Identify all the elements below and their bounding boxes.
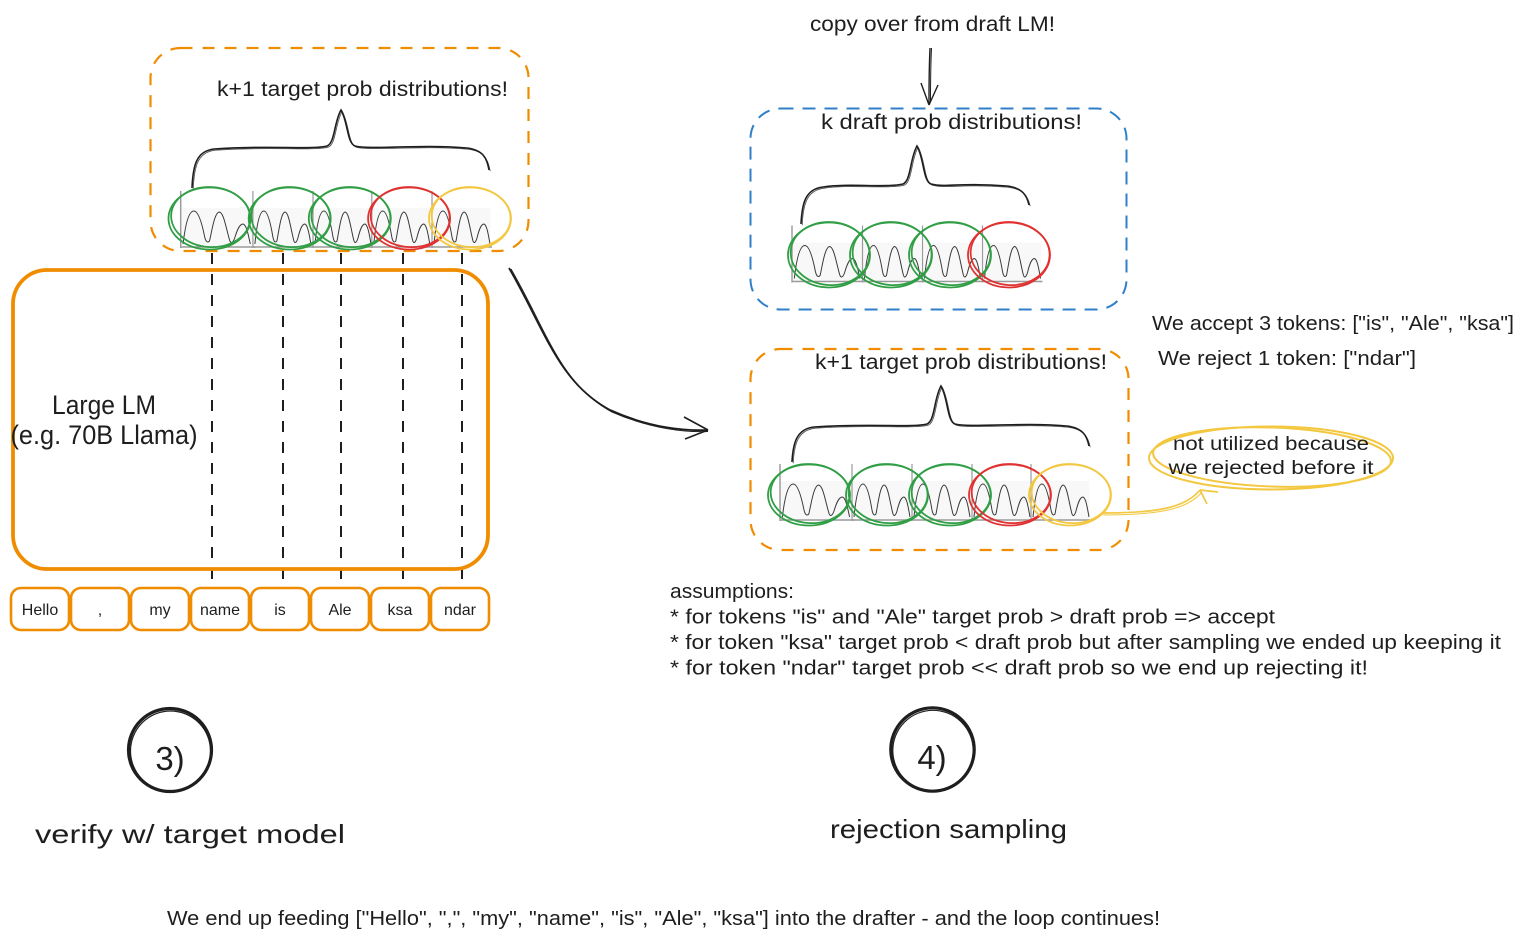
svg-text:Large LM: Large LM bbox=[52, 390, 156, 420]
svg-text:assumptions:: assumptions: bbox=[670, 581, 794, 603]
svg-text:4): 4) bbox=[917, 739, 946, 776]
svg-text:ndar: ndar bbox=[444, 602, 477, 619]
svg-text:* for token "ndar" target prob: * for token "ndar" target prob << draft … bbox=[670, 658, 1368, 680]
svg-text:Hello: Hello bbox=[22, 602, 59, 619]
svg-text:my: my bbox=[149, 602, 170, 619]
svg-text:ksa: ksa bbox=[388, 602, 413, 619]
svg-text:We reject 1 token: ["ndar"]: We reject 1 token: ["ndar"] bbox=[1158, 348, 1416, 370]
svg-text:3): 3) bbox=[155, 740, 184, 777]
svg-text:We accept 3 tokens: ["is", "Al: We accept 3 tokens: ["is", "Ale", "ksa"] bbox=[1152, 313, 1514, 335]
svg-text:not utilized because: not utilized because bbox=[1173, 434, 1369, 455]
svg-text:we rejected before it: we rejected before it bbox=[1167, 458, 1374, 479]
svg-text:k+1 target prob distributions!: k+1 target prob distributions! bbox=[815, 351, 1107, 374]
svg-text:copy over from draft LM!: copy over from draft LM! bbox=[810, 13, 1055, 36]
svg-text:,: , bbox=[98, 602, 102, 619]
svg-text:is: is bbox=[274, 602, 286, 619]
svg-text:verify w/ target model: verify w/ target model bbox=[35, 819, 345, 849]
svg-text:(e.g. 70B Llama): (e.g. 70B Llama) bbox=[11, 420, 198, 450]
svg-text:* for tokens "is" and "Ale" ta: * for tokens "is" and "Ale" target prob … bbox=[670, 607, 1276, 629]
svg-text:Ale: Ale bbox=[328, 602, 351, 619]
svg-text:We end up feeding ["Hello", ",: We end up feeding ["Hello", ",", "my", "… bbox=[167, 908, 1160, 930]
svg-text:* for token "ksa" target prob: * for token "ksa" target prob < draft pr… bbox=[670, 632, 1501, 654]
svg-text:rejection sampling: rejection sampling bbox=[830, 814, 1067, 844]
svg-text:name: name bbox=[200, 602, 240, 619]
svg-text:k+1 target prob distributions!: k+1 target prob distributions! bbox=[217, 78, 508, 101]
svg-text:k draft prob distributions!: k draft prob distributions! bbox=[821, 111, 1082, 134]
